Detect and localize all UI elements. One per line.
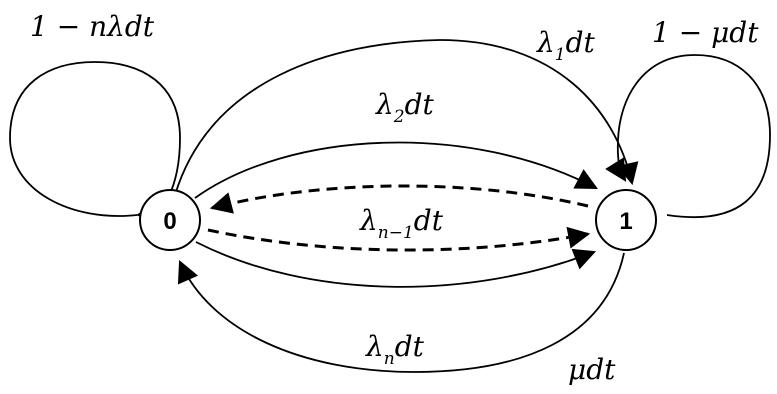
arc-lambda-2	[194, 141, 598, 199]
label-lambda-1: λ1dt	[536, 26, 596, 65]
arc-lambda-1	[174, 39, 639, 196]
self-loop-0	[9, 61, 181, 220]
state-1-label: 1	[619, 208, 632, 235]
label-mu: μdt	[568, 353, 616, 386]
label-lambda-2: λ2dt	[375, 88, 435, 127]
label-lambda-n: λndt	[365, 330, 425, 369]
arc-lambda-n-minus-1	[207, 226, 591, 252]
label-self-1: 1 − μdt	[652, 16, 759, 49]
state-0: 0	[139, 189, 201, 251]
label-self-0: 1 − nλdt	[30, 10, 155, 43]
arc-dashed-back	[209, 184, 589, 214]
arc-lambda-n	[195, 241, 597, 288]
arc-mu	[177, 252, 625, 373]
label-lambda-n-minus-1: λn−1dt	[359, 204, 444, 243]
state-0-label: 0	[163, 208, 176, 235]
state-1: 1	[595, 189, 657, 251]
